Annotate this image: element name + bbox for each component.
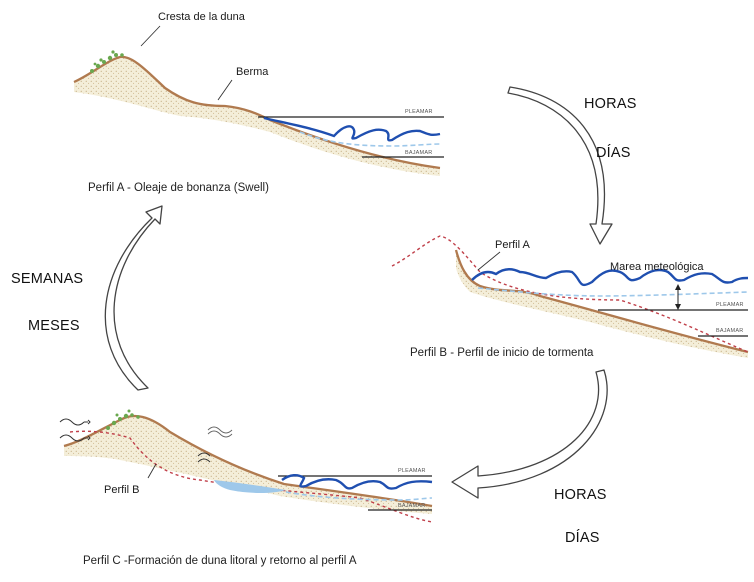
profile-a-caption: Perfil A - Oleaje de bonanza (Swell) <box>88 182 269 194</box>
perfil-a-ref-label: Perfil A <box>495 239 530 251</box>
dune-crest-label: Cresta de la duna <box>158 11 245 23</box>
b-to-c-time-line2: DÍAS <box>565 530 600 546</box>
b-to-c-time-line1: HORAS <box>554 487 607 503</box>
profile-a <box>73 25 444 176</box>
berm-leader-line <box>217 79 233 101</box>
profile-b-surface <box>454 249 749 354</box>
wind-icon <box>59 418 91 442</box>
water-waves-c <box>281 474 433 490</box>
arrow-b-to-c <box>451 369 608 499</box>
arrow-a-to-b <box>507 86 613 245</box>
water-waves-b <box>471 268 749 287</box>
profile-b <box>391 235 749 358</box>
profile-c-sediment <box>64 416 432 514</box>
profile-b-previous-dashed <box>69 430 433 523</box>
profile-a-surface <box>73 55 441 170</box>
water-waves-a <box>263 116 441 142</box>
profile-c <box>59 409 433 523</box>
sand-transport-icon <box>197 452 211 463</box>
dune-vegetation <box>90 50 124 73</box>
perfil-a-leader-line <box>477 251 501 271</box>
profile-a-sediment <box>74 56 440 176</box>
dune-vegetation-c <box>106 409 140 430</box>
high-tide-label-b: PLEAMAR <box>716 302 744 308</box>
storm-surge-label: Marea meteológica <box>610 261 704 273</box>
profile-b-caption: Perfil B - Perfil de inicio de tormenta <box>410 347 594 359</box>
foam-c <box>285 491 433 501</box>
perfil-b-ref-label: Perfil B <box>104 484 140 496</box>
a-to-b-time-line1: HORAS <box>584 96 637 112</box>
high-tide-label-c: PLEAMAR <box>398 468 426 474</box>
profile-c-caption: Perfil C -Formación de duna litoral y re… <box>83 555 357 567</box>
low-tide-label-a: BAJAMAR <box>405 150 433 156</box>
high-tide-label-a: PLEAMAR <box>405 109 433 115</box>
berm-label: Berma <box>236 66 269 78</box>
a-to-b-time-line2: DÍAS <box>596 145 631 161</box>
c-to-a-time-line1: SEMANAS <box>11 271 84 287</box>
profile-b-sediment <box>456 250 748 358</box>
perfil-b-leader-line <box>147 463 157 479</box>
foam-a <box>299 131 441 147</box>
surge-arrowhead-up <box>675 284 681 290</box>
low-tide-label-c: BAJAMAR <box>398 503 426 509</box>
surge-arrowhead-down <box>675 304 681 310</box>
crest-leader-line <box>140 25 161 47</box>
c-to-a-time-line2: MESES <box>28 318 80 334</box>
foam-b <box>477 287 749 297</box>
spray-icon <box>207 426 233 438</box>
low-tide-label-b: BAJAMAR <box>716 328 744 334</box>
arrow-c-to-a <box>104 205 163 391</box>
shallow-water-c <box>214 480 286 493</box>
